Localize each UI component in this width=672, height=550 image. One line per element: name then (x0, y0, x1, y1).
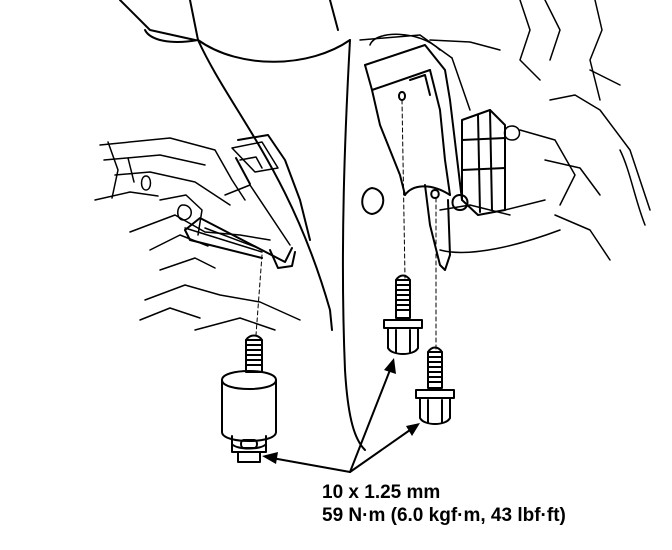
lower-bracket (184, 134, 311, 269)
mount-bracket (364, 44, 463, 271)
flange-bolt-middle (383, 274, 423, 355)
engine-block-left (94, 137, 301, 331)
callout-leaders (271, 369, 411, 473)
alignment-lines (255, 99, 437, 351)
arrowhead-middle-bolt (384, 358, 396, 374)
torque-spec-label: 59 N·m (6.0 kgf·m, 43 lbf·ft) (322, 505, 566, 526)
arrowhead-right-bolt (406, 423, 420, 436)
leader-arrowheads (262, 358, 420, 464)
arrowhead-sleeve-bolt (262, 452, 278, 464)
sleeve-bolt (221, 334, 277, 463)
rubber-mount (451, 109, 506, 216)
flange-bolt-right (415, 346, 455, 425)
column-body (119, 0, 385, 451)
bolt-size-label: 10 x 1.25 mm (322, 482, 441, 503)
